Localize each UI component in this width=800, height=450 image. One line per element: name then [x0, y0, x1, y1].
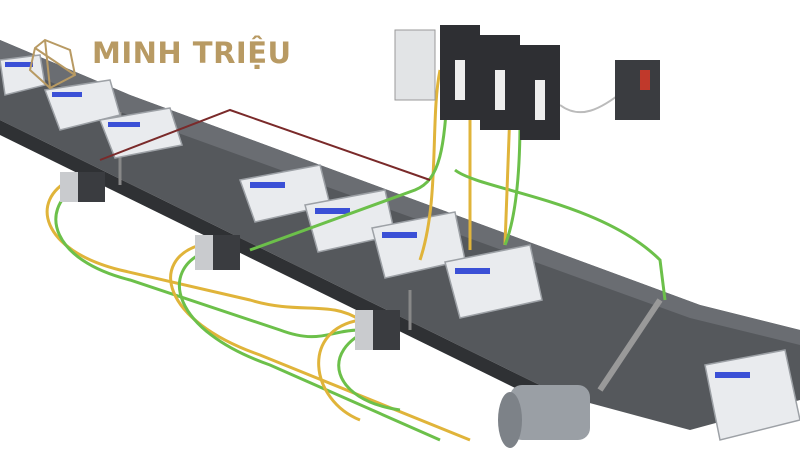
tray — [704, 349, 800, 441]
servo-motor — [60, 172, 105, 202]
plc-controller — [615, 60, 660, 120]
electric-motor — [498, 385, 590, 448]
logo-text: MINH TRIỆU — [92, 36, 292, 70]
tray — [43, 79, 121, 131]
servo-motor — [195, 235, 240, 270]
cables — [45, 69, 667, 442]
tray — [0, 54, 46, 96]
servo-motors — [60, 172, 400, 350]
servo-motor — [355, 310, 400, 350]
tray — [98, 107, 183, 159]
tray — [444, 244, 543, 319]
servo-drives — [394, 25, 560, 140]
logo-emblem — [28, 38, 77, 90]
